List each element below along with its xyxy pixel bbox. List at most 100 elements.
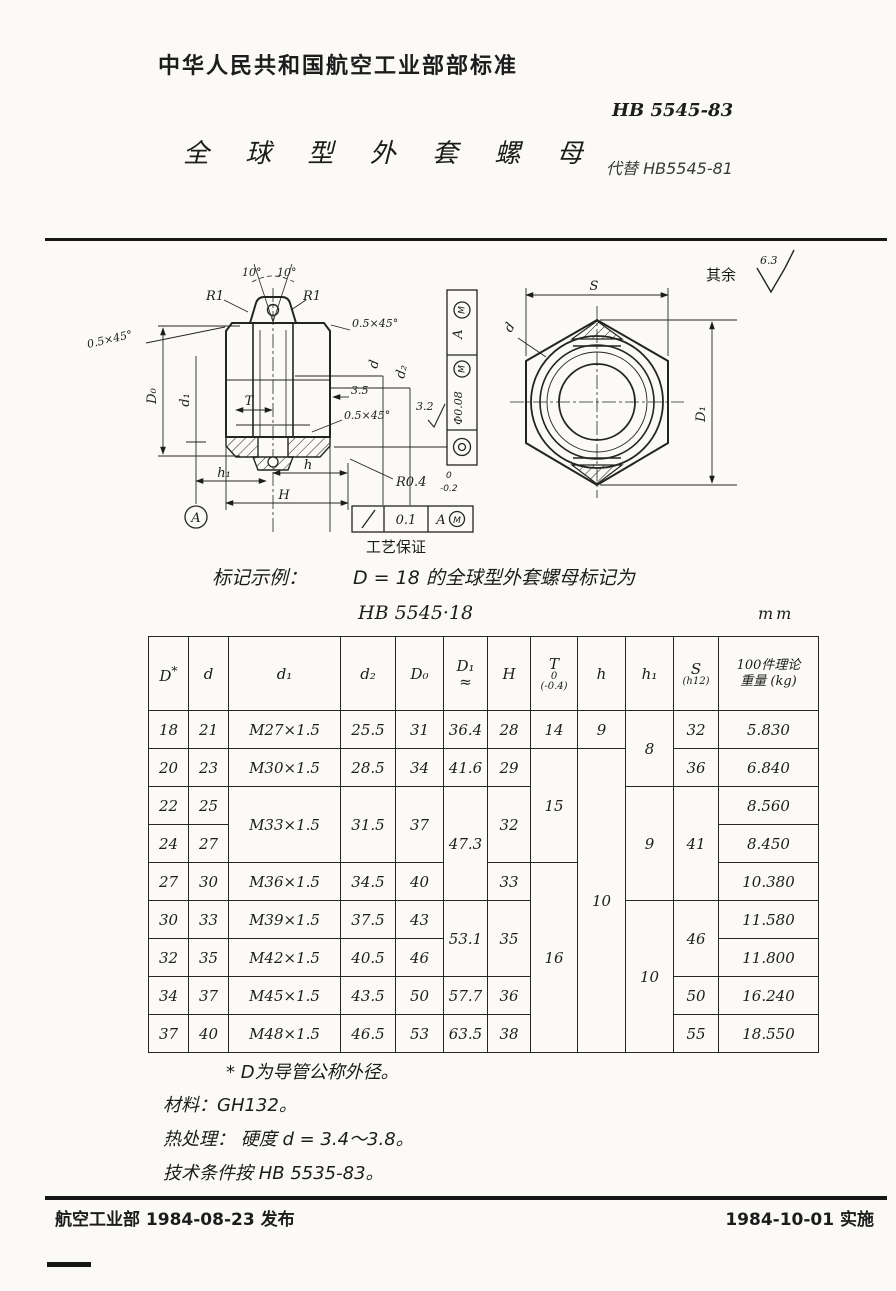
table-cell: 8 [625, 710, 674, 787]
table-cell: 35 [487, 900, 531, 977]
surface-note-label: 其余 [706, 266, 736, 284]
dim-D1-label: D₁ [694, 406, 709, 423]
table-cell: 14 [530, 710, 578, 749]
table-cell: 24 [148, 824, 189, 863]
table-cell: 33 [487, 862, 531, 901]
hex-dim-d-label: d [501, 320, 518, 335]
section-hatch-right [287, 436, 331, 458]
table-cell: 15 [530, 748, 578, 863]
section-view [225, 263, 331, 532]
table-row: 20 23 M30×1.5 28.5 34 41.6 29 15 10 36 6… [148, 748, 819, 1053]
table-cell: M42×1.5 [228, 938, 341, 977]
dim-3-5-label: 3.5 [351, 384, 369, 397]
marking-designation: HB 5545·18 [358, 602, 474, 624]
finish-3-2-label: 3.2 [416, 400, 434, 413]
table-row: 30 33 M39×1.5 37.5 43 53.1 35 10 46 11.5… [148, 900, 819, 1053]
chamfer-inner-label: 0.5×45° [344, 409, 390, 422]
table-row: 27 30 M36×1.5 34.5 40 33 16 10.380 [148, 862, 819, 1053]
table-row: 18 21 M27×1.5 25.5 31 36.4 28 14 9 8 32 … [148, 710, 819, 787]
heat-treatment-note: 热处理： 硬度 d = 3.4～3.8。 [163, 1129, 414, 1150]
radius-label: R0.4 [395, 475, 426, 490]
fcf-modifier: M [453, 516, 461, 526]
table-cell: 57.7 [443, 976, 488, 1015]
table-cell: 9 [625, 786, 674, 901]
technical-conditions-note: 技术条件按 HB 5535-83。 [163, 1163, 384, 1184]
dim-H-label: H [277, 488, 290, 503]
dim-T-label: T [245, 394, 255, 409]
col-header-weight: 100件理论重量 (kg) [718, 636, 819, 711]
issue-date: 航空工业部 1984-08-23 发布 [55, 1210, 295, 1230]
col-header-h1: h₁ [625, 636, 674, 711]
table-cell: M45×1.5 [228, 976, 341, 1015]
table-cell: 55 [673, 1014, 719, 1053]
standard-number: HB 5545-83 [612, 100, 734, 121]
table-cell: 36.4 [443, 710, 488, 749]
nub-center-hole [267, 456, 279, 468]
table-cell: M36×1.5 [228, 862, 341, 901]
table-cell: 31 [395, 710, 444, 749]
table-cell: 40 [395, 862, 444, 901]
fcf-datum-ref: A [435, 513, 445, 528]
table-cell: 8.450 [718, 824, 819, 863]
angle-line-left [253, 263, 274, 323]
table-cell: 37 [395, 786, 444, 863]
table-cell: M27×1.5 [228, 710, 341, 749]
table-cell: 16.240 [718, 976, 819, 1015]
table-cell: 46.5 [340, 1014, 396, 1053]
table-cell: 40.5 [340, 938, 396, 977]
corner-mark [47, 1262, 91, 1267]
table-cell: 18.550 [718, 1014, 819, 1053]
table-row: 32 35 M42×1.5 40.5 46 11.800 [148, 938, 819, 977]
table-cell: 50 [673, 976, 719, 1015]
datum-a-label: A [190, 511, 200, 526]
marking-text: D = 18 的全球型外套螺母标记为 [353, 567, 635, 589]
dim-h-label: h [304, 458, 312, 473]
dim-h1-label: h₁ [217, 466, 231, 481]
table-cell: 31.5 [340, 786, 396, 863]
datum-a-circle [184, 505, 208, 529]
angle-left-label: 10° [242, 266, 262, 279]
effective-date: 1984-10-01 实施 [725, 1210, 874, 1230]
col-header-d2: d₂ [340, 636, 396, 711]
table-cell: 35 [188, 938, 229, 977]
fcf-value: 0.1 [396, 513, 417, 528]
hex-hatch-bottom [570, 464, 624, 485]
table-cell: 9 [577, 710, 626, 749]
table-cell: 34 [395, 748, 444, 787]
technical-drawing: D₀ d₁ A T 3.5 0.5×45° 0.5×45° 0.5×45° R1… [86, 249, 795, 556]
col-header-D1: D₁≈ [443, 636, 488, 711]
table-cell: 29 [487, 748, 531, 787]
angle-line-right [272, 263, 293, 323]
table-cell: 5.830 [718, 710, 819, 749]
vfcf-modifier1: M [458, 365, 468, 373]
table-cell: 30 [148, 900, 189, 939]
section-dimensions: D₀ d₁ A T 3.5 0.5×45° 0.5×45° 0.5×45° R1… [86, 266, 458, 532]
table-cell: 37.5 [340, 900, 396, 939]
table-cell: 11.800 [718, 938, 819, 977]
table-cell: 30 [188, 862, 229, 901]
dim-S-label: S [590, 279, 599, 294]
chamfer-top-right-label: 0.5×45° [352, 317, 398, 330]
table-cell: 20 [148, 748, 189, 787]
r1-left-label: R1 [205, 289, 224, 304]
table-cell: 36 [487, 976, 531, 1015]
table-cell: 32 [673, 710, 719, 749]
table-cell: 16 [530, 862, 578, 1053]
footer-divider [45, 1196, 887, 1200]
dim-d2-label: d₂ [393, 363, 410, 379]
table-cell: 41 [673, 786, 719, 901]
roughness-3-2-symbol [427, 403, 446, 428]
table-cell: 18 [148, 710, 189, 749]
table-cell: 32 [487, 786, 531, 863]
vfcf-datum-ref: A [451, 329, 466, 339]
col-header-d: d [188, 636, 229, 711]
dim-D0-label: D₀ [145, 387, 160, 404]
table-cell: M39×1.5 [228, 900, 341, 939]
dim-d-label: d [366, 359, 382, 370]
table-cell: M30×1.5 [228, 748, 341, 787]
marking-label: 标记示例： [212, 567, 308, 589]
r1-right-label: R1 [302, 289, 321, 304]
vfcf-value: Φ0.08 [452, 391, 465, 425]
table-cell: 37 [148, 1014, 189, 1053]
